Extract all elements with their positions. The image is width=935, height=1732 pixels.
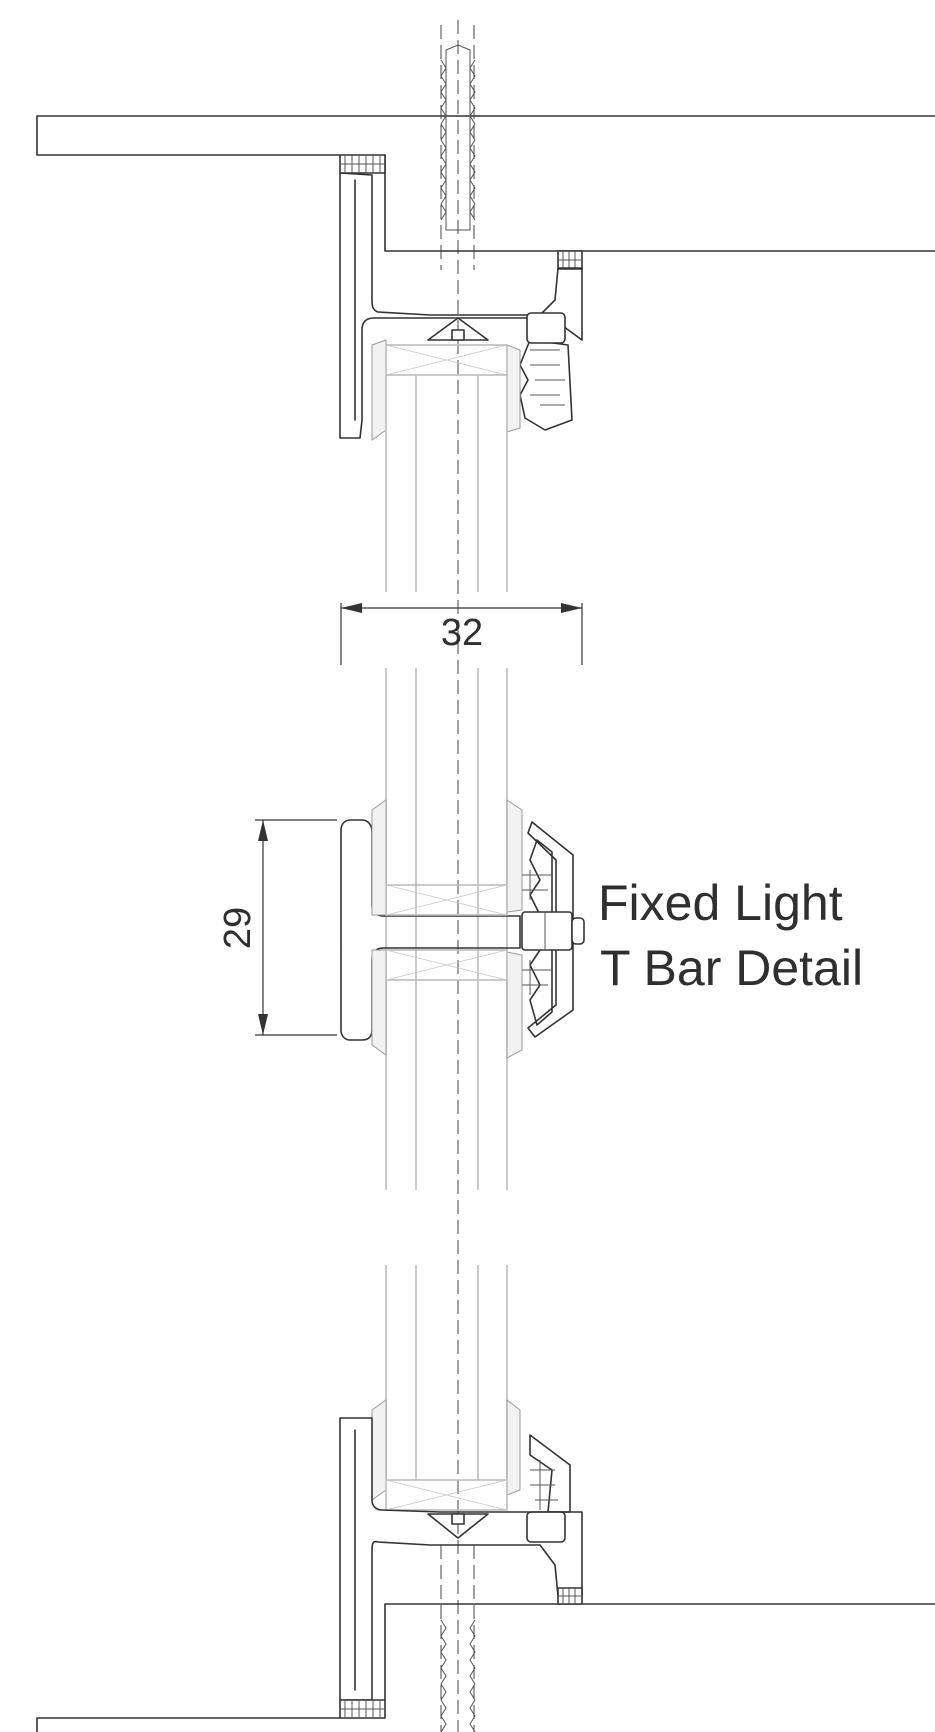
head-board-lower (384, 154, 935, 252)
dimension-29: 29 (217, 819, 337, 1036)
dimension-29-label: 29 (217, 907, 259, 949)
t-bar-gasket-top-left (371, 799, 387, 916)
sill-fixing-screw (440, 1545, 476, 1732)
drawing-title: Fixed Light T Bar Detail (598, 875, 863, 996)
t-bar-gasket-bottom-right (506, 951, 523, 1059)
glass-panes (385, 375, 508, 1480)
t-bar-glass-edge-upper (385, 884, 508, 916)
head-setting-pad (451, 329, 465, 341)
dimension-32-label: 32 (441, 612, 483, 654)
sill-section (36, 1398, 935, 1732)
sill-packer-left (339, 1699, 386, 1719)
sill-packer-right (557, 1587, 583, 1605)
head-fixing-screw (440, 20, 476, 1732)
t-bar-gasket-bottom-left (371, 949, 387, 1056)
sill-glass-unit (371, 1398, 521, 1511)
sill-board-lower (36, 1717, 341, 1732)
head-packer-right (557, 250, 583, 270)
t-bar-fixing-clip (521, 870, 585, 995)
head-section (36, 20, 935, 1732)
title-line-2: T Bar Detail (600, 940, 863, 996)
title-line-1: Fixed Light (598, 875, 843, 931)
t-bar-glass-edge-lower (385, 949, 508, 981)
head-board-upper (36, 115, 935, 156)
sill-bead-detail (530, 1460, 558, 1510)
sill-setting-pad (451, 1513, 465, 1525)
t-bar-gasket-top-right (506, 799, 523, 913)
t-bar-glazing-bead (527, 821, 574, 1038)
head-packer-left (339, 154, 386, 174)
t-bar-profile (340, 819, 521, 1041)
t-bar-section (340, 799, 585, 1059)
sill-board-upper (384, 1603, 935, 1701)
dimension-32: 32 (340, 603, 583, 665)
t-bar-bead-inner (529, 839, 553, 1026)
sill-bolt (526, 1511, 566, 1543)
head-glass-unit (371, 339, 521, 441)
head-bead-detail (530, 349, 565, 406)
head-frame-profile (339, 172, 583, 439)
head-bolt (526, 312, 566, 344)
head-glazing-bead (519, 339, 573, 431)
